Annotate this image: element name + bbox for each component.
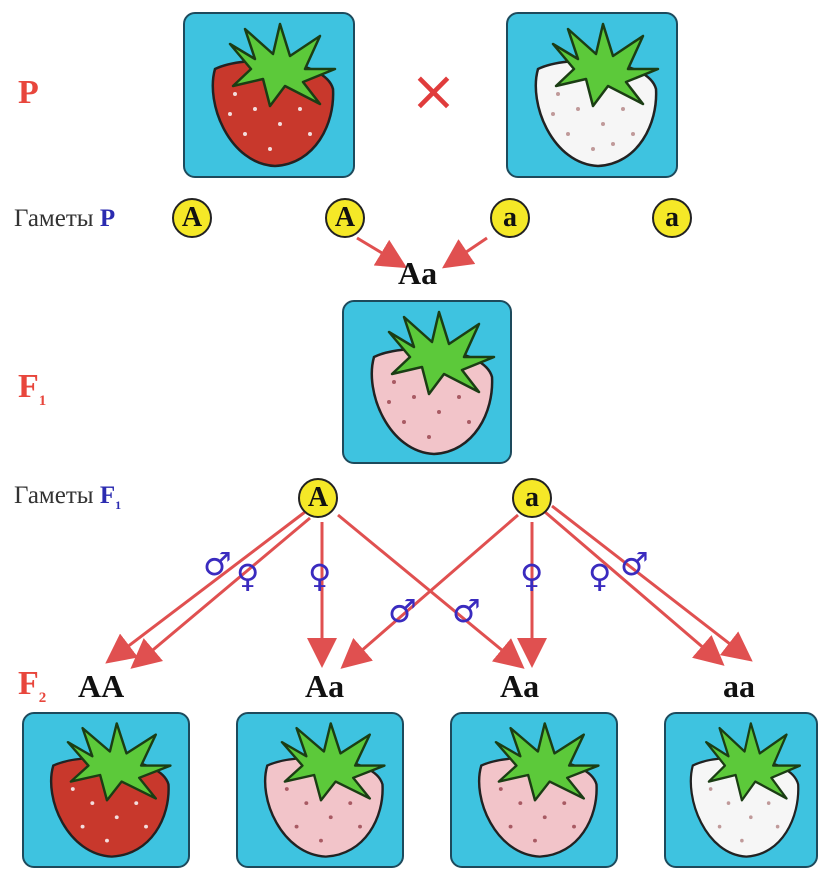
red-strawberry-icon [211, 22, 337, 168]
parent-red-strawberry-tile [183, 12, 355, 178]
parent-white-strawberry-tile [506, 12, 678, 178]
label-gametes-p: Гаметы P [14, 205, 116, 232]
arrow-f1-gamete-to-f2 [105, 510, 306, 664]
f2-white-strawberry-tile [664, 712, 818, 868]
male-icon: ♂ [620, 545, 649, 583]
f2-pink-strawberry-tile-1 [236, 712, 404, 868]
red-strawberry-icon [49, 722, 172, 858]
pink-strawberry-icon [263, 722, 386, 858]
label-parents: P [18, 74, 39, 111]
arrow-p-gamete-to-f1 [356, 236, 408, 269]
f2-red-strawberry-tile [22, 712, 190, 868]
arrow-f1-gamete-to-f2 [551, 504, 753, 662]
f2-genotype-1: AA [78, 668, 125, 704]
arrow-f1-gamete-to-f2 [130, 516, 311, 669]
female-icon: ♀ [520, 557, 544, 595]
arrow-p-gamete-to-f1 [442, 236, 488, 269]
gamete-p-2: A [325, 198, 365, 238]
pink-strawberry-icon [370, 310, 496, 456]
f2-genotype-2: Aa [305, 668, 345, 704]
white-strawberry-icon [689, 722, 802, 858]
female-icon: ♀ [588, 557, 612, 595]
arrow-f1-gamete-to-f2 [544, 510, 725, 666]
gamete-p-1: A [172, 198, 212, 238]
male-icon: ♂ [452, 592, 481, 630]
f2-genotype-3: Aa [500, 668, 540, 704]
female-icon: ♀ [236, 557, 260, 595]
arrow-f1-gamete-to-f2 [337, 513, 525, 669]
gamete-p-4: a [652, 198, 692, 238]
female-icon: ♀ [308, 557, 332, 595]
f2-pink-strawberry-tile-2 [450, 712, 618, 868]
gamete-f1-2: a [512, 478, 552, 518]
label-f1: F1 [18, 368, 47, 409]
male-icon: ♂ [203, 545, 232, 583]
gamete-f1-1: A [298, 478, 338, 518]
pink-strawberry-icon [477, 722, 600, 858]
f2-genotype-4: aa [723, 668, 755, 704]
white-strawberry-icon [534, 22, 660, 168]
f1-pink-strawberry-tile [342, 300, 512, 464]
label-f2: F2 [18, 665, 47, 706]
arrow-f1-gamete-to-f2 [340, 513, 519, 669]
male-icon: ♂ [388, 592, 417, 630]
f1-genotype: Aa [398, 255, 438, 291]
gamete-p-3: a [490, 198, 530, 238]
label-gametes-f1: Гаметы F1 [14, 482, 122, 512]
cross-sign: × [410, 59, 457, 124]
